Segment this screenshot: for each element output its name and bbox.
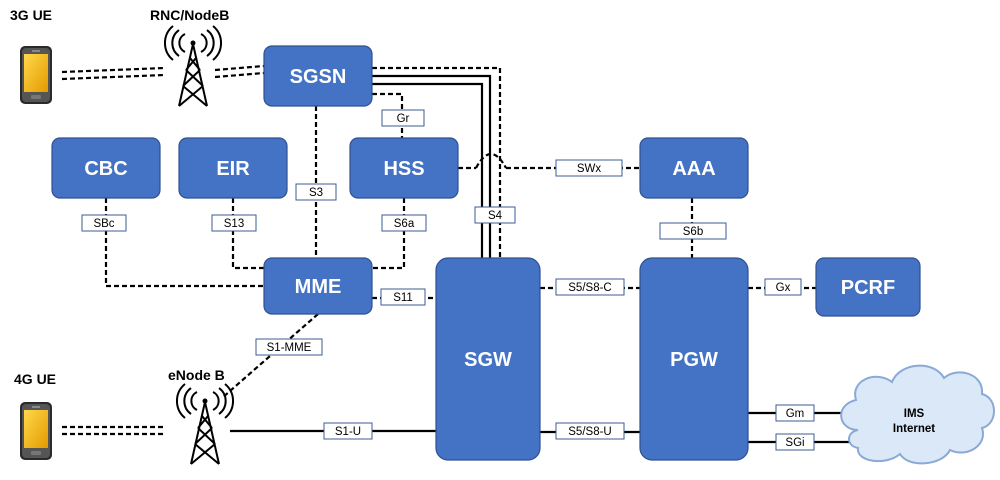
interface-gm-label: Gm [786, 408, 805, 420]
smartphone-icon-4g [20, 402, 52, 460]
node-pgw-label: PGW [670, 349, 718, 371]
interface-tag-s4: S4 [474, 206, 516, 224]
node-cbc: CBC [51, 137, 161, 199]
node-pcrf-label: PCRF [841, 277, 895, 299]
interface-s5s8u-label: S5/S8-U [568, 426, 611, 438]
cloud-label-ims: IMS [904, 408, 925, 420]
node-sgw-label: SGW [464, 349, 512, 371]
interface-tag-s5s8u: S5/S8-U [555, 422, 625, 440]
interface-s3-label: S3 [309, 187, 323, 199]
label-4g-ue: 4G UE [14, 371, 56, 387]
node-mme-label: MME [295, 276, 342, 298]
node-hss-label: HSS [383, 158, 424, 180]
interface-gr-label: Gr [397, 113, 410, 125]
interface-sgi-label: SGi [785, 437, 804, 449]
interface-s6a-label: S6a [394, 218, 415, 230]
interface-tag-sbc: SBc [81, 214, 127, 232]
interface-tag-s13: S13 [211, 214, 257, 232]
interface-tag-s1u: S1-U [323, 422, 373, 440]
node-pcrf: PCRF [815, 257, 921, 317]
interface-tag-s11: S11 [380, 288, 426, 306]
node-cbc-label: CBC [84, 158, 127, 180]
interface-tag-gr: Gr [381, 109, 425, 127]
node-eir: EIR [178, 137, 288, 199]
interface-s5s8c-label: S5/S8-C [568, 282, 611, 294]
label-3g-ue: 3G UE [10, 7, 52, 23]
node-hss: HSS [349, 137, 459, 199]
interface-s11-label: S11 [393, 292, 413, 304]
interface-tag-gm: Gm [775, 404, 815, 422]
node-sgsn: SGSN [263, 45, 373, 107]
interface-s1mme-label: S1-MME [267, 342, 312, 354]
radio-tower-icon-enodeb [175, 383, 235, 465]
cloud-icon: IMS Internet [840, 364, 995, 465]
interface-s13-label: S13 [224, 218, 244, 230]
smartphone-icon-3g [20, 46, 52, 104]
interface-tag-swx: SWx [555, 159, 623, 177]
label-enodeb: eNode B [168, 367, 225, 383]
label-rnc-nodeb: RNC/NodeB [150, 7, 229, 23]
interface-tag-gx: Gx [764, 278, 802, 296]
interface-tag-s3: S3 [295, 183, 337, 201]
interface-tag-s6a: S6a [381, 214, 427, 232]
interface-s6b-label: S6b [683, 226, 703, 238]
node-sgw: SGW [435, 257, 541, 461]
interface-s1u-label: S1-U [335, 426, 361, 438]
node-aaa-label: AAA [672, 158, 715, 180]
interface-tag-s5s8c: S5/S8-C [555, 278, 625, 296]
interface-swx-label: SWx [577, 163, 602, 175]
node-mme: MME [263, 257, 373, 315]
radio-tower-icon-rnc [163, 25, 223, 107]
cloud-label-internet: Internet [893, 423, 935, 435]
interface-tag-s6b: S6b [659, 222, 727, 240]
interface-sbc-label: SBc [93, 218, 114, 230]
interface-gx-label: Gx [776, 282, 791, 294]
interface-tag-sgi: SGi [775, 433, 815, 451]
node-sgsn-label: SGSN [290, 66, 347, 88]
node-pgw: PGW [639, 257, 749, 461]
node-aaa: AAA [639, 137, 749, 199]
interface-s4-label: S4 [488, 210, 503, 222]
node-eir-label: EIR [216, 158, 250, 180]
interface-tag-s1mme: S1-MME [255, 338, 323, 356]
